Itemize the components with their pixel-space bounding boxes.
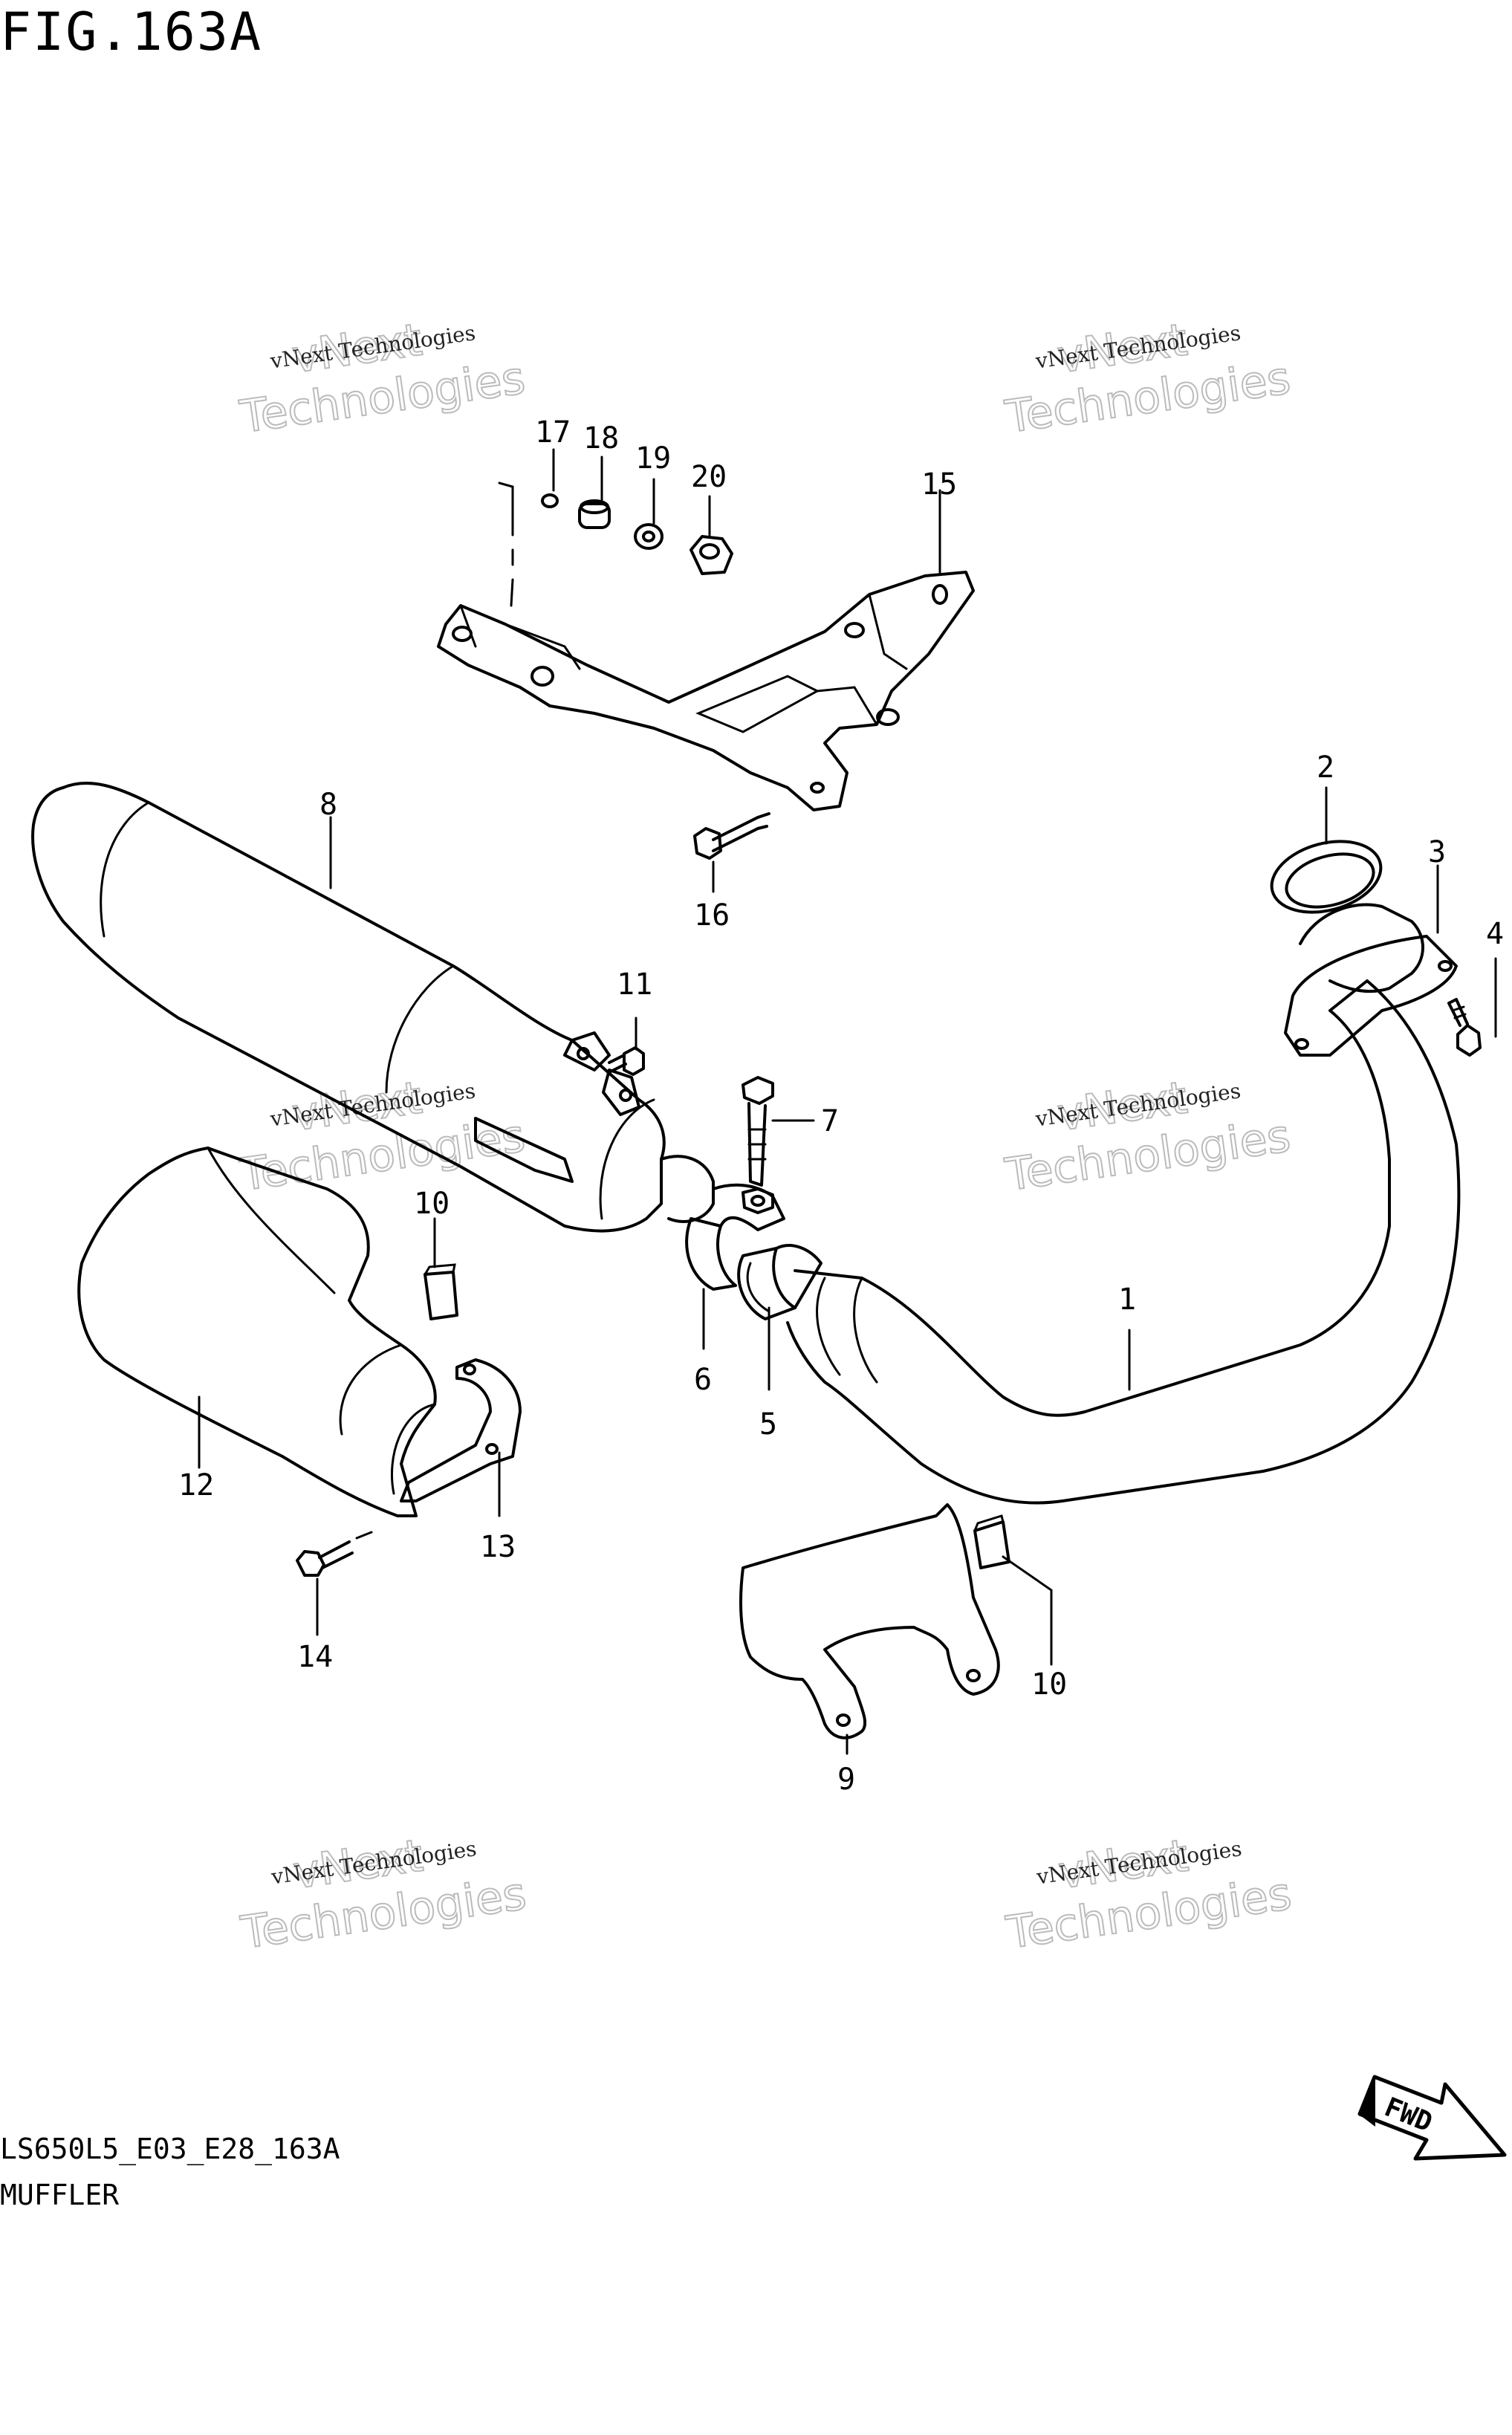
callout-10-upper: 10 bbox=[414, 1187, 450, 1221]
callout-17: 17 bbox=[535, 415, 571, 450]
callout-1: 1 bbox=[1118, 1283, 1136, 1317]
callout-2: 2 bbox=[1317, 750, 1334, 785]
drawing-code: LS650L5_E03_E28_163A bbox=[0, 2133, 340, 2165]
callout-11: 11 bbox=[617, 967, 652, 1002]
callout-5: 5 bbox=[759, 1407, 777, 1442]
callout-6: 6 bbox=[694, 1363, 712, 1397]
part-18-cushion bbox=[578, 499, 611, 529]
part-11-bolt bbox=[608, 1046, 645, 1076]
leader-lines bbox=[198, 448, 1497, 1755]
watermark-top-left: Technologies vNext vNext Technologies bbox=[236, 314, 528, 444]
part-15-bracket bbox=[437, 482, 975, 811]
part-17-collar bbox=[541, 493, 559, 508]
fwd-direction-arrow: FWD bbox=[1357, 2075, 1507, 2161]
callout-7: 7 bbox=[821, 1104, 839, 1138]
part-19-washer bbox=[634, 523, 663, 550]
callout-4: 4 bbox=[1486, 917, 1504, 951]
part-8-muffler bbox=[31, 781, 715, 1233]
watermark-top-right: Technologies vNext vNext Technologies bbox=[1001, 314, 1294, 444]
part-12-heat-shield bbox=[77, 1147, 437, 1517]
part-3-flange bbox=[1284, 903, 1458, 1057]
figure-title: FIG.163A bbox=[0, 1, 263, 62]
part-4-nut bbox=[1447, 998, 1482, 1057]
callout-14: 14 bbox=[297, 1640, 333, 1674]
callout-8: 8 bbox=[319, 788, 337, 822]
part-10-pad-lower bbox=[973, 1514, 1010, 1569]
part-20-nut bbox=[690, 535, 733, 575]
part-9-heat-shield bbox=[739, 1503, 1000, 1739]
drawing-name: MUFFLER bbox=[0, 2179, 120, 2211]
part-16-bolt bbox=[693, 812, 770, 860]
watermark-bottom-right: Technologies vNext vNext Technologies bbox=[1002, 1829, 1295, 1959]
part-1-exhaust-pipe bbox=[786, 979, 1461, 1505]
callout-9: 9 bbox=[837, 1763, 855, 1797]
callout-12: 12 bbox=[178, 1468, 214, 1502]
part-6-clamp bbox=[685, 1183, 785, 1291]
part-5-gasket bbox=[737, 1244, 822, 1320]
callout-16: 16 bbox=[694, 898, 730, 933]
part-7-bolt bbox=[742, 1076, 774, 1187]
callout-10-lower: 10 bbox=[1031, 1667, 1067, 1702]
callout-13: 13 bbox=[480, 1530, 516, 1564]
part-14-bolt bbox=[296, 1531, 373, 1577]
part-10-pad-upper bbox=[424, 1263, 458, 1320]
callout-18: 18 bbox=[583, 421, 619, 455]
part-13-clamp bbox=[400, 1358, 522, 1502]
callout-20: 20 bbox=[691, 460, 727, 494]
callout-3: 3 bbox=[1428, 835, 1446, 869]
watermark-bottom-left: Technologies vNext vNext Technologies bbox=[237, 1829, 530, 1959]
part-2-gasket bbox=[1270, 840, 1383, 914]
callout-labels: 1 2 3 4 5 6 7 8 9 10 10 11 12 13 14 15 1… bbox=[178, 415, 1504, 1797]
watermark-mid-right: Technologies vNext vNext Technologies bbox=[1001, 1071, 1294, 1202]
callout-15: 15 bbox=[921, 467, 957, 502]
callout-19: 19 bbox=[635, 441, 671, 476]
